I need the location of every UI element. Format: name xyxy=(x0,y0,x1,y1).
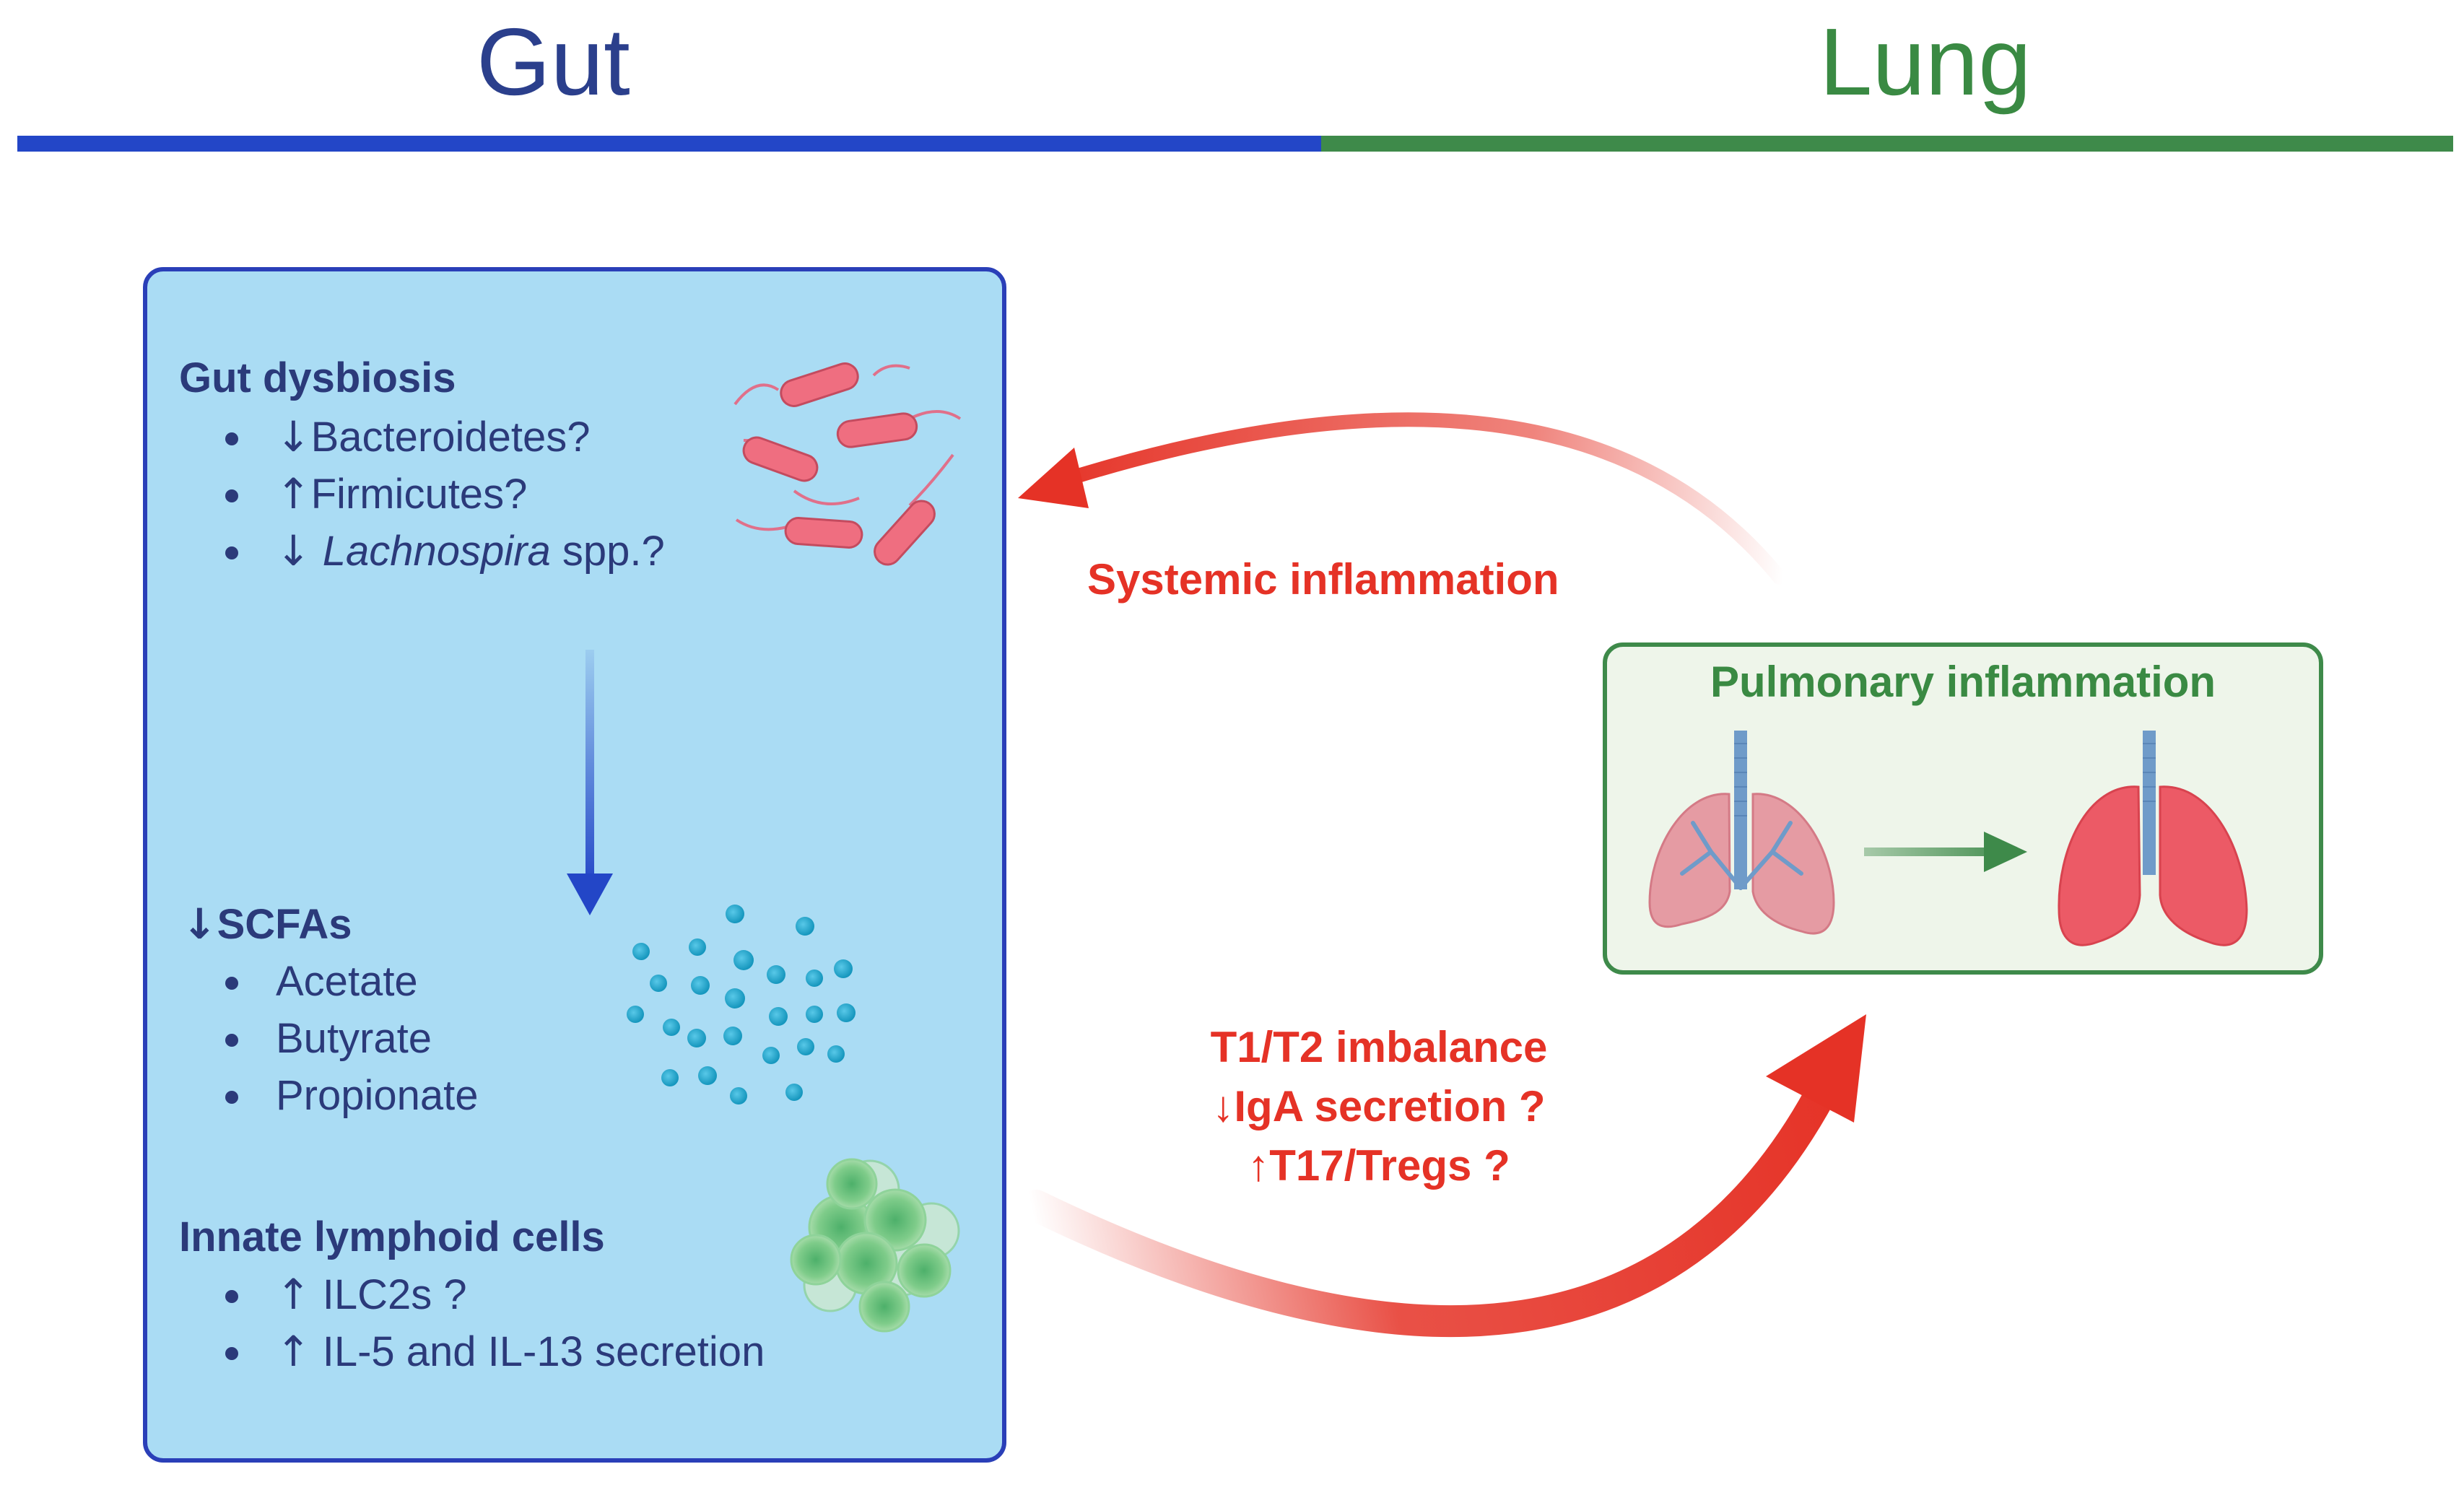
list-item: Acetate xyxy=(225,953,479,1010)
t1-t2-imbalance-label: T1/T2 imbalance xyxy=(1210,1023,1548,1071)
ilc-title: Innate lymphoid cells xyxy=(179,1214,605,1260)
gut-to-lung-arrow xyxy=(1020,1014,1866,1337)
systemic-inflammation-arrow xyxy=(1018,412,1787,585)
pulmonary-inflammation-title: Pulmonary inflammation xyxy=(1710,658,2216,706)
list-item: ↓Bacteroidetes? xyxy=(225,409,665,466)
gut-title: Gut xyxy=(476,9,630,115)
lung-header-bar xyxy=(1321,136,2453,152)
ilc-list: ↑ ILC2s ? ↑ IL-5 and IL-13 secretion xyxy=(225,1266,765,1380)
down-arrow-icon xyxy=(567,650,613,915)
gut-dysbiosis-title: Gut dysbiosis xyxy=(179,354,456,401)
t17-tregs-label: ↑T17/Tregs ? xyxy=(1248,1141,1510,1190)
list-item: Propionate xyxy=(225,1067,479,1124)
systemic-inflammation-label: Systemic inflammation xyxy=(1087,555,1559,604)
lung-title: Lung xyxy=(1819,9,2032,115)
gut-header-bar xyxy=(17,136,1321,152)
lymphoid-cell-cluster-icon xyxy=(790,1158,960,1333)
healthy-lungs-icon xyxy=(1648,731,1835,935)
scfas-title: ↓SCFAs xyxy=(182,899,352,949)
list-item: ↑Firmicutes? xyxy=(225,466,665,523)
list-item: Butyrate xyxy=(225,1010,479,1067)
inflamed-lungs-icon xyxy=(2058,731,2248,946)
bacteria-icon xyxy=(733,362,962,566)
right-arrow-icon xyxy=(1864,832,2027,872)
iga-secretion-label: ↓IgA secretion ? xyxy=(1212,1082,1546,1130)
list-item: ↑ ILC2s ? xyxy=(225,1266,765,1323)
scfas-list: Acetate Butyrate Propionate xyxy=(225,953,479,1124)
gut-dysbiosis-list: ↓Bacteroidetes? ↑Firmicutes? ↓ Lachnospi… xyxy=(225,409,665,580)
list-item: ↓ Lachnospira spp.? xyxy=(225,523,665,580)
scfa-molecules-icon xyxy=(627,905,856,1105)
gut-to-lung-labels: T1/T2 imbalance ↓IgA secretion ? ↑T17/Tr… xyxy=(1148,1018,1610,1195)
list-item: ↑ IL-5 and IL-13 secretion xyxy=(225,1323,765,1380)
